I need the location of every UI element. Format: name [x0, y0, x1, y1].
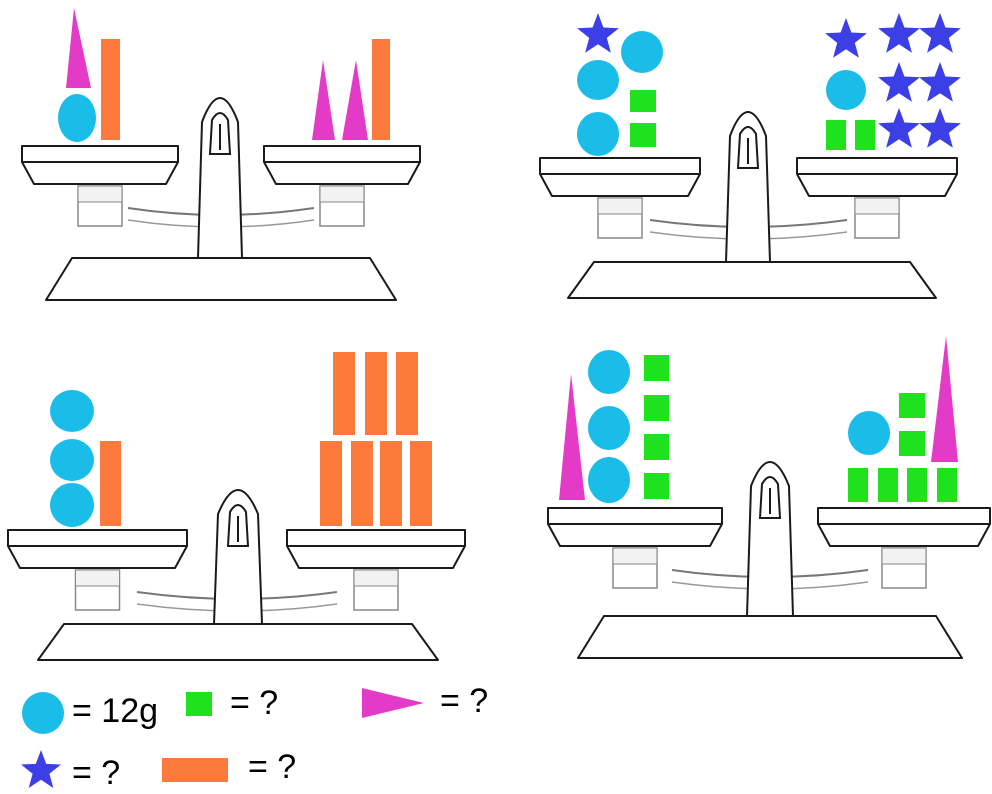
square-weight [826, 120, 846, 150]
right-pan [286, 529, 466, 569]
pan-stem-cap [597, 197, 643, 215]
star-weight [878, 108, 920, 148]
pan-tray [21, 145, 179, 185]
circle-weight [577, 60, 619, 100]
balance-scale-top-right [539, 13, 961, 299]
legend-rectangle-value: = ? [248, 748, 297, 786]
star-weight [919, 108, 961, 148]
rectangle-weight [333, 352, 355, 435]
triangle-weight [66, 8, 91, 88]
square-weight [937, 468, 957, 502]
scale-base [45, 257, 397, 301]
pan-tray [817, 507, 991, 547]
pan-tray [263, 145, 421, 185]
rectangle-weight [365, 352, 387, 435]
triangle-weight [559, 374, 585, 500]
square-weight [878, 468, 898, 502]
rectangle-weight [320, 441, 342, 526]
pan-stem-cap [353, 569, 399, 587]
square-weight [855, 120, 875, 150]
star-weight [878, 13, 920, 53]
legend-triangle-value: = ? [440, 682, 489, 720]
star-weight [825, 18, 867, 58]
legend-star-icon [21, 750, 61, 788]
rectangle-weight [372, 39, 390, 140]
pan-tray [539, 157, 701, 197]
square-weight [899, 431, 925, 456]
left-pan [539, 157, 701, 197]
rectangle-weight [396, 352, 418, 435]
pan-tray [796, 157, 958, 197]
left-pan [7, 529, 188, 569]
rectangle-weight [100, 441, 121, 526]
right-pan [817, 507, 991, 547]
scale-base [37, 623, 439, 661]
star-weight [577, 13, 619, 53]
legend-square-icon [186, 692, 212, 716]
scale-post [725, 111, 771, 263]
pan-stem-cap [319, 185, 365, 203]
rectangle-weight [380, 441, 402, 526]
circle-weight [577, 112, 619, 156]
pan-stem-cap [612, 547, 658, 565]
square-weight [630, 90, 656, 112]
square-weight [907, 468, 927, 502]
square-weight [848, 468, 868, 502]
star-weight [878, 62, 920, 102]
pan-tray [547, 507, 723, 547]
circle-weight [588, 406, 630, 450]
legend-square-value: = ? [230, 684, 279, 722]
circle-weight [588, 457, 630, 503]
star-weight [919, 13, 961, 53]
triangle-weight [312, 60, 335, 140]
legend-triangle-icon [362, 688, 424, 718]
right-pan [796, 157, 958, 197]
circle-weight [621, 31, 663, 73]
circle-weight [826, 70, 866, 110]
legend-star-value: = ? [72, 754, 121, 792]
rectangle-weight [351, 441, 373, 526]
scale-post [197, 97, 243, 259]
star-weight [919, 62, 961, 102]
circle-weight [50, 390, 94, 432]
circle-weight [50, 439, 94, 481]
pan-stem-cap [881, 547, 927, 565]
scale-base [567, 261, 937, 299]
pan-stem-cap [77, 185, 123, 203]
legend-circle-icon [22, 692, 64, 734]
balance-scale-top-left [21, 8, 421, 301]
circle-weight [50, 483, 94, 527]
circle-weight [588, 350, 630, 394]
triangle-weight [931, 336, 958, 462]
legend-rectangle-icon [162, 758, 228, 782]
square-weight [630, 123, 656, 147]
circle-weight [58, 94, 96, 142]
circle-weight [848, 411, 890, 455]
triangle-weight [342, 60, 368, 140]
scale-post [213, 489, 263, 625]
scale-post [746, 461, 794, 617]
square-weight [644, 355, 669, 381]
left-pan [547, 507, 723, 547]
square-weight [644, 395, 669, 421]
square-weight [644, 473, 669, 499]
balance-scale-bottom-right [547, 336, 991, 659]
scale-base [577, 615, 963, 659]
pan-tray [286, 529, 466, 569]
pan-tray [7, 529, 188, 569]
pan-stem-cap [75, 569, 120, 587]
rectangle-weight [101, 39, 120, 140]
pan-stem-cap [854, 197, 900, 215]
square-weight [644, 434, 669, 460]
right-pan [263, 145, 421, 185]
left-pan [21, 145, 179, 185]
legend-circle-value: = 12g [72, 692, 159, 730]
rectangle-weight [410, 441, 432, 526]
balance-scale-bottom-left [7, 352, 466, 661]
square-weight [899, 393, 925, 418]
